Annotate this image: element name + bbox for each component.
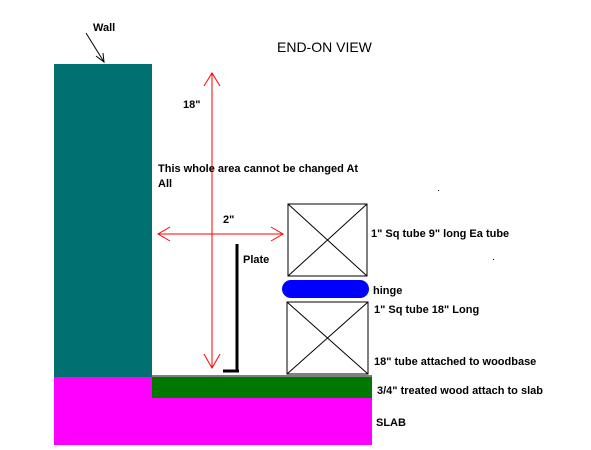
wall bbox=[54, 64, 152, 377]
width-dimension-right-arrow bbox=[270, 226, 284, 242]
wood-label: 3/4" treated wood attach to slab bbox=[377, 385, 543, 397]
wall-pointer-arrowhead bbox=[95, 52, 105, 64]
diagram-title: END-ON VIEW bbox=[277, 39, 373, 55]
height-dimension-label: 18" bbox=[183, 99, 200, 111]
height-dimension-bottom-arrow bbox=[203, 353, 221, 370]
upper-tube-label: 1" Sq tube 9" long Ea tube bbox=[371, 228, 509, 240]
width-dimension-left-arrow bbox=[157, 226, 171, 242]
wall-pointer-arrow bbox=[85, 32, 105, 63]
treated-wood-base bbox=[152, 377, 372, 398]
hinge bbox=[282, 280, 369, 298]
height-dimension-top-arrow bbox=[203, 72, 221, 87]
tube-base-label: 18" tube attached to woodbase bbox=[374, 356, 536, 368]
note-line-2: All bbox=[158, 178, 172, 190]
hinge-label: hinge bbox=[373, 285, 402, 297]
lower-tube-cross-b bbox=[286, 301, 369, 375]
slab-label: SLAB bbox=[376, 417, 406, 429]
note-line-1: This whole area cannot be changed At bbox=[158, 163, 358, 175]
width-dimension-label: 2" bbox=[223, 214, 234, 226]
lower-tube-label: 1" Sq tube 18" Long bbox=[374, 304, 479, 316]
plate-label: Plate bbox=[243, 254, 269, 266]
speck bbox=[493, 259, 494, 260]
speck bbox=[438, 190, 439, 191]
wall-label: Wall bbox=[93, 22, 115, 34]
upper-tube-cross-b bbox=[287, 203, 368, 277]
